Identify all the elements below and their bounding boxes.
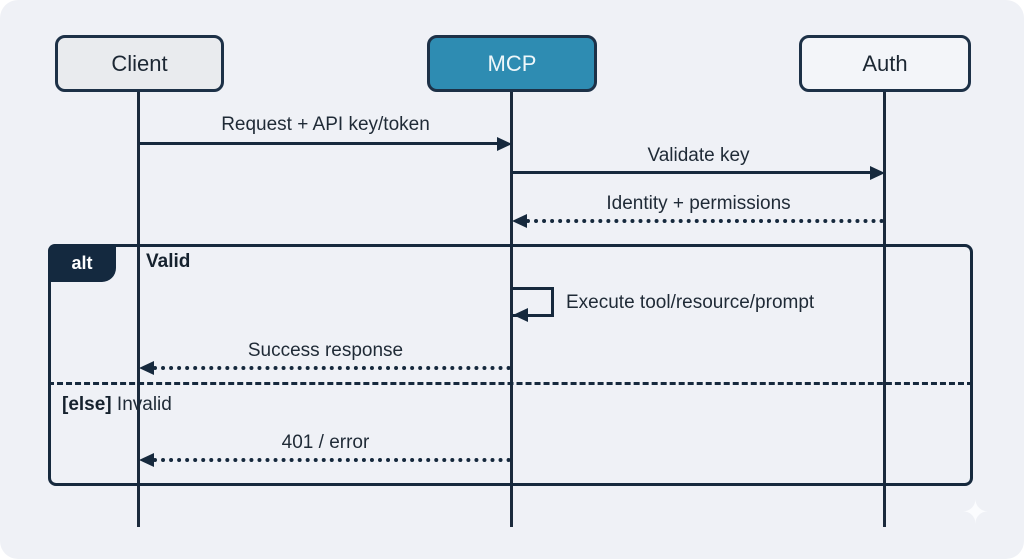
arrowhead-left-icon: [139, 453, 154, 467]
alt-condition-invalid: Invalid: [116, 394, 172, 415]
message-line-success-response: [153, 366, 511, 370]
arrowhead-right-icon: [497, 136, 512, 151]
actor-label-client: Client: [111, 50, 168, 76]
message-line-validate-key: [512, 171, 872, 174]
alt-condition-valid: Valid: [146, 251, 191, 272]
message-line-identity-permissions: [526, 219, 884, 223]
alt-divider: [48, 382, 973, 385]
actor-box-auth: Auth: [799, 35, 971, 92]
message-label-identity-permissions: Identity + permissions: [606, 193, 791, 214]
message-line-401-error: [153, 458, 511, 462]
message-label-execute-tool: Execute tool/resource/prompt: [566, 292, 815, 313]
sparkle-icon: ✦: [962, 494, 989, 530]
actor-box-mcp: MCP: [427, 35, 597, 92]
message-label-success-response: Success response: [247, 340, 404, 361]
message-label-401-error: 401 / error: [281, 432, 370, 453]
lifeline-auth: [883, 90, 886, 527]
arrowhead-left-icon: [512, 214, 527, 228]
alt-operator-label: alt: [71, 252, 93, 273]
arrowhead-right-icon: [870, 165, 885, 180]
alt-operator-badge: alt: [48, 244, 116, 282]
actor-label-mcp: MCP: [487, 50, 537, 76]
alt-else-label: [else] Invalid: [62, 394, 172, 416]
message-label-validate-key: Validate key: [647, 145, 750, 166]
lifeline-mcp: [510, 90, 513, 527]
arrowhead-left-icon: [513, 308, 528, 322]
self-loop-execute: [512, 287, 554, 317]
arrowhead-left-icon: [139, 361, 154, 375]
message-line-request-api-key: [139, 142, 499, 145]
alt-else-operator: [else]: [62, 394, 112, 415]
actor-label-auth: Auth: [862, 50, 908, 76]
actor-box-client: Client: [55, 35, 224, 92]
lifeline-client: [137, 90, 140, 527]
message-label-request-api-key: Request + API key/token: [221, 114, 430, 135]
